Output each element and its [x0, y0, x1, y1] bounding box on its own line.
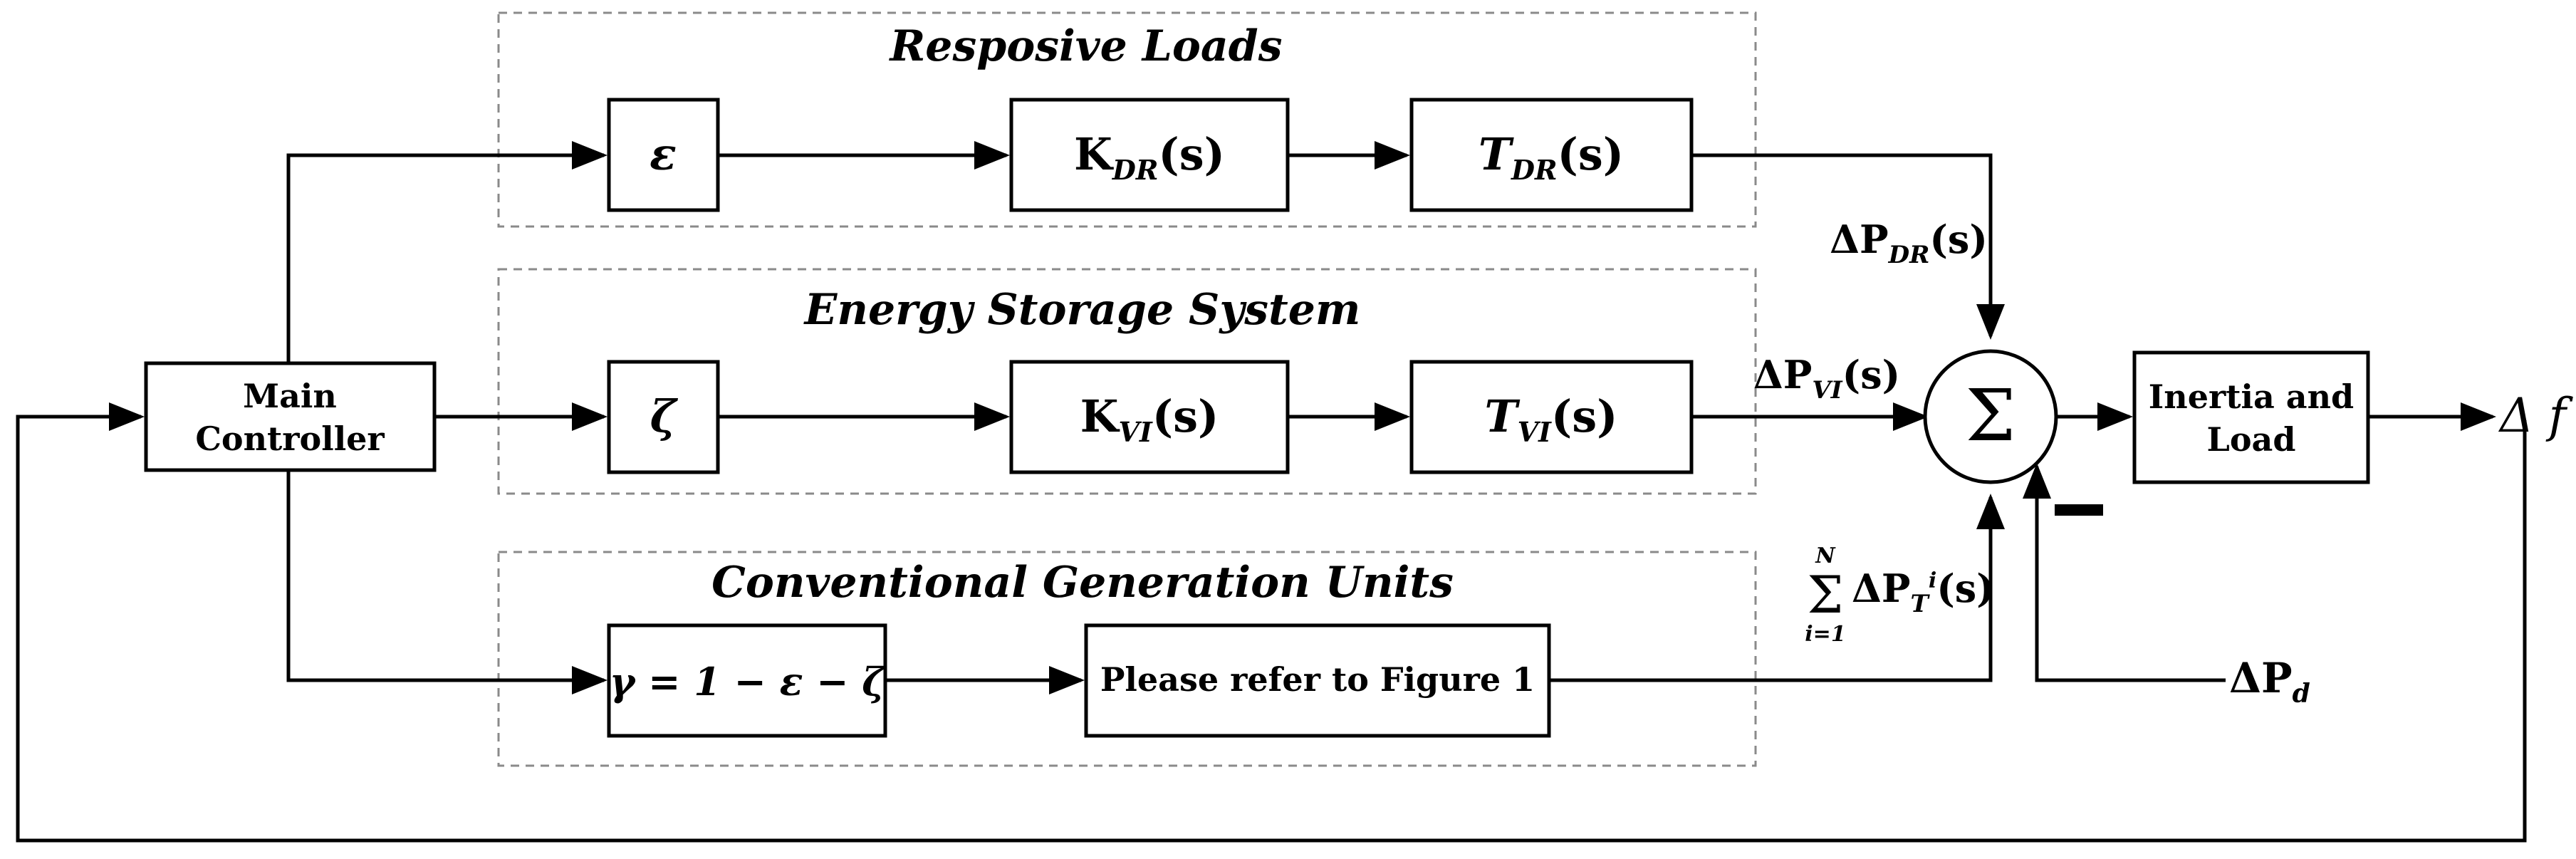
disturbance-wire — [2023, 463, 2226, 682]
conventional-units-group-frame — [497, 551, 1757, 767]
sum-pt-lower-limit: i=1 — [1805, 622, 1845, 647]
epsilon-block — [607, 98, 720, 212]
gamma-equation: γ = 1 − ε − ζ — [610, 659, 887, 704]
tdr-to-sum-wire — [1691, 153, 2005, 340]
tvi-label: TVI(s) — [1485, 390, 1618, 448]
reference-to-sum-wire — [1549, 494, 2005, 682]
kdr-block — [1009, 98, 1290, 212]
inertia-load-label-line1: Inertia and — [2149, 378, 2354, 416]
kvi-block — [1009, 360, 1290, 474]
tdr-label: TDR(s) — [1479, 128, 1624, 186]
energy-storage-group-frame — [497, 268, 1757, 495]
main-controller-label-line2: Controller — [195, 420, 385, 458]
summation-symbol: Σ — [1966, 374, 2016, 457]
inertia-load-label-line2: Load — [2207, 420, 2296, 459]
inertia-load-box — [2132, 350, 2370, 484]
summing-junction — [1923, 349, 2058, 484]
dp-d-label: ΔPd — [2229, 654, 2310, 709]
feedback-wire — [16, 402, 2527, 843]
reference-label: Please refer to Figure 1 — [1100, 660, 1535, 699]
responsive-loads-group-frame — [497, 11, 1757, 228]
main-controller-label-line1: Main — [243, 377, 337, 415]
sum-pt-label: N Σ i=1 ΔPTi(s) — [1805, 543, 1994, 647]
main-controller-box — [144, 361, 437, 472]
energy-storage-title: Energy Storage System — [803, 285, 1361, 335]
sum-pt-term: ΔPTi(s) — [1852, 566, 1995, 618]
kdr-label: KDR(s) — [1074, 128, 1225, 186]
zeta-block — [607, 360, 720, 474]
delta-f-label: Δ f — [2498, 388, 2574, 443]
reference-block — [1084, 623, 1551, 738]
controller-to-gamma-wire — [286, 470, 608, 694]
zeta-symbol: ζ — [650, 390, 679, 442]
controller-to-epsilon-wire — [286, 141, 608, 363]
minus-sign — [2055, 504, 2103, 516]
gamma-block — [607, 623, 887, 738]
sum-pt-upper-limit: N — [1815, 543, 1836, 568]
sum-pt-sigma: Σ — [1808, 565, 1844, 625]
dp-vi-label: ΔPVI(s) — [1753, 352, 1900, 405]
tvi-block — [1409, 360, 1694, 474]
conventional-units-title: Conventional Generation Units — [711, 558, 1454, 608]
tdr-block — [1409, 98, 1694, 212]
kvi-label: KVI(s) — [1080, 390, 1219, 448]
responsive-loads-title: Resposive Loads — [888, 21, 1282, 71]
dp-dr-label: ΔPDR(s) — [1830, 217, 1988, 269]
epsilon-symbol: ε — [650, 128, 677, 180]
